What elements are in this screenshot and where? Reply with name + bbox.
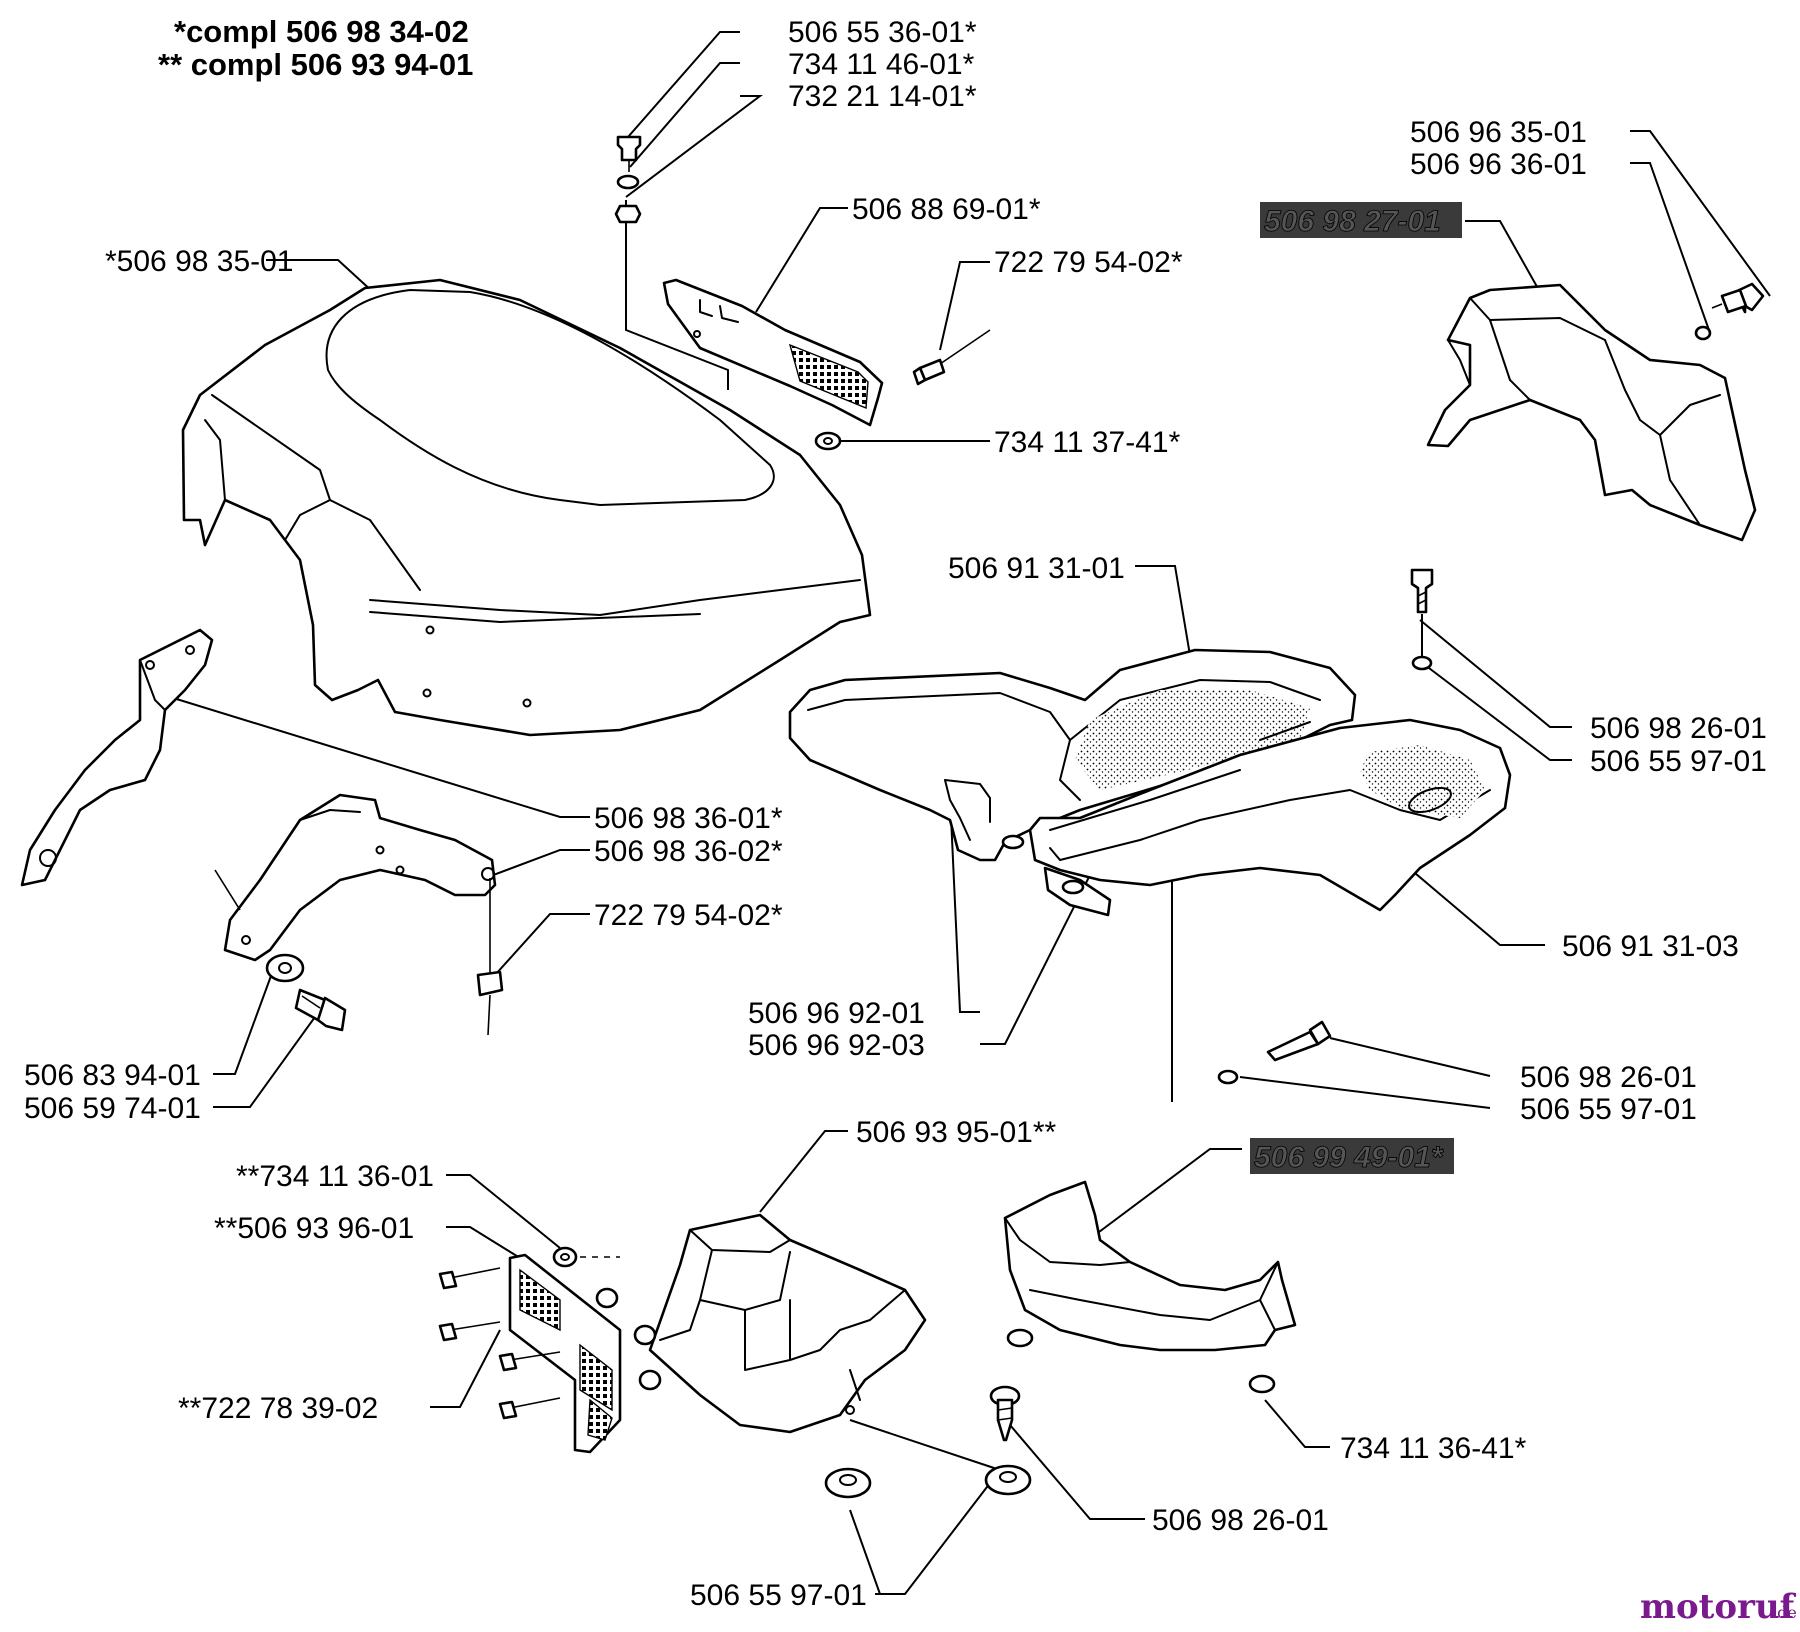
rear-cover-part	[648, 1213, 927, 1434]
label-l13: 506 55 97-01	[1590, 745, 1767, 778]
watermark-brand: motoruf	[1640, 1587, 1797, 1627]
label-l21: 506 55 97-01	[1520, 1093, 1697, 1126]
bottom-washers-part	[824, 1385, 1032, 1499]
label-l4: 506 88 69-01*	[852, 193, 1041, 226]
label-l3: 732 21 14-01*	[788, 80, 977, 113]
label-l19: 506 96 92-03	[748, 1029, 925, 1062]
rear-screw-part	[1694, 282, 1765, 341]
grille-plate-part	[662, 278, 884, 427]
screw-top-part	[614, 135, 642, 224]
bolt-washer-part	[265, 953, 347, 1032]
seat-screws-part	[1217, 568, 1434, 1085]
leader-lines	[169, 31, 1771, 1595]
side-bracket-right-part	[214, 793, 497, 962]
label-l17: 506 91 31-03	[1562, 930, 1739, 963]
header-line-1: *compl 506 98 34-02	[174, 14, 469, 49]
rivet-lower-part	[476, 878, 504, 1036]
label-l25: 506 99 49-01*	[1254, 1141, 1444, 1174]
label-l6: 734 11 37-41*	[994, 426, 1181, 459]
watermark-logo: motoruf .de	[1640, 1587, 1797, 1627]
label-l2: 734 11 46-01*	[788, 48, 975, 81]
label-l18: 506 96 92-01	[748, 997, 925, 1030]
label-l22: 506 83 94-01	[24, 1059, 201, 1092]
label-l27: **506 93 96-01	[214, 1212, 414, 1245]
rear-grille-part	[438, 1246, 662, 1454]
label-l9: 506 96 36-01	[1410, 148, 1587, 181]
curved-shield-part	[1003, 1180, 1297, 1394]
side-bracket-left-part	[20, 628, 214, 887]
label-l15: 506 98 36-02*	[594, 835, 783, 868]
seat-pan-lower-part	[1028, 718, 1512, 917]
label-l8: 506 96 35-01	[1410, 116, 1587, 149]
seat-pan-upper-part	[788, 648, 1357, 862]
label-l14: 506 98 36-01*	[594, 802, 783, 835]
hood-part	[181, 278, 872, 737]
part-labels: *compl 506 98 34-02 ** compl 506 93 94-0…	[24, 14, 1767, 1612]
header-line-2: ** compl 506 93 94-01	[158, 47, 473, 82]
label-l10-box	[1260, 202, 1462, 238]
label-l30: 506 98 26-01	[1152, 1504, 1329, 1537]
label-l29: 734 11 36-41*	[1340, 1432, 1527, 1465]
watermark-tld: .de	[1772, 1603, 1797, 1622]
label-l7: *506 98 35-01	[105, 245, 294, 278]
label-l25-box	[1250, 1138, 1454, 1174]
label-l5: 722 79 54-02*	[994, 246, 1183, 279]
rear-shroud-part	[1426, 283, 1757, 542]
label-l10: 506 98 27-01	[1264, 205, 1441, 238]
label-l24: 506 93 95-01**	[856, 1116, 1056, 1149]
label-l16: 722 79 54-02*	[594, 899, 783, 932]
rivet-top-part	[814, 329, 991, 451]
label-l23: 506 59 74-01	[24, 1092, 201, 1125]
label-l20: 506 98 26-01	[1520, 1061, 1697, 1094]
label-l31: 506 55 97-01	[690, 1579, 867, 1612]
label-l1: 506 55 36-01*	[788, 16, 977, 49]
label-l12: 506 98 26-01	[1590, 712, 1767, 745]
label-l28: **722 78 39-02	[178, 1392, 378, 1425]
label-l11: 506 91 31-01	[948, 552, 1125, 585]
label-l26: **734 11 36-01	[236, 1160, 434, 1193]
